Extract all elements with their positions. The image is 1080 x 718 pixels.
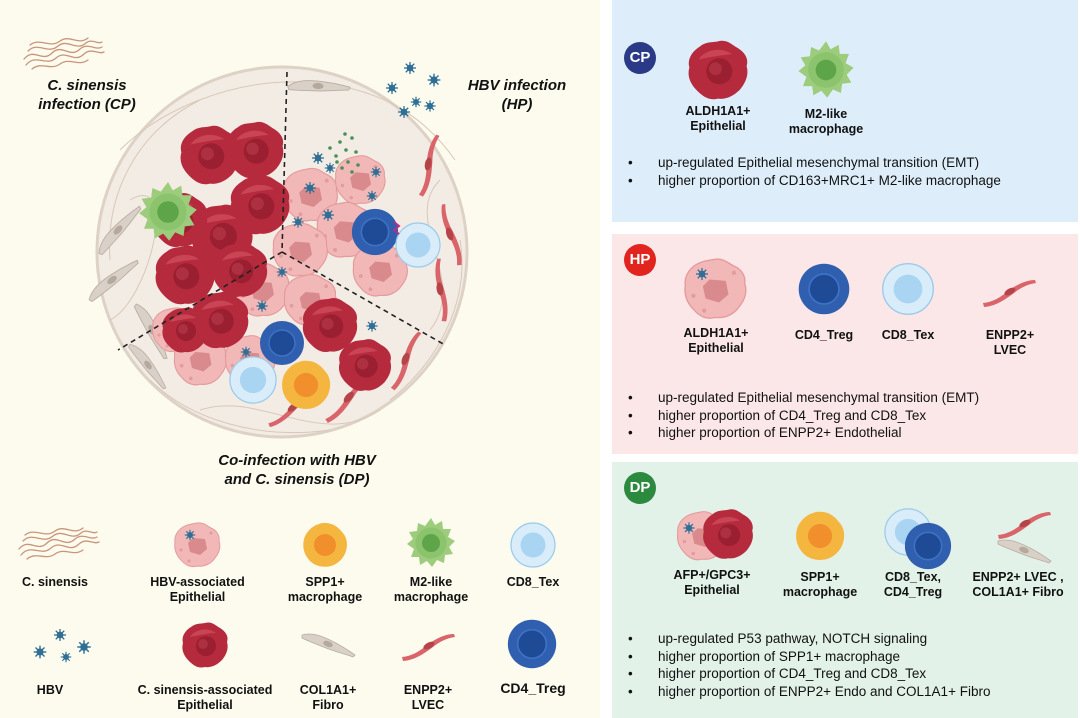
legend-col1a1-fibro-icon	[301, 633, 356, 658]
hp-enpp2-lvec-icon	[983, 280, 1036, 307]
legend-cd8-tex-label: CD8_Tex	[506, 575, 560, 589]
legend-spp1-macrophage-icon	[303, 523, 347, 567]
legend-c-sinensis-icon	[18, 527, 100, 560]
hp-findings-list: up-regulated Epithelial mesenchymal tran…	[628, 389, 979, 442]
dp-panel: DP AFP+/GPC3+Epithelial SPP1+macrophage …	[612, 462, 1078, 718]
cp-aldh1a1-epithelial-icon	[688, 40, 748, 100]
hp-aldh1a1-epithelial-label: ALDH1A1+Epithelial	[683, 326, 749, 355]
dp-spp1-macrophage-label: SPP1+macrophage	[782, 570, 858, 599]
dp-cd8-cd4-label: CD8_Tex,CD4_Treg	[883, 570, 943, 599]
hp-cd4-treg-label: CD4_Treg	[794, 328, 854, 342]
cp-aldh1a1-epithelial-label: ALDH1A1+Epithelial	[685, 104, 751, 133]
hp-enpp2-lvec-label: ENPP2+LVEC	[985, 328, 1035, 357]
legend-enpp2-lvec-icon	[402, 634, 455, 661]
legend-cs-epithelial-icon	[182, 622, 228, 668]
dp-badge: DP	[624, 472, 656, 504]
dp-cd8-cd4-icon	[884, 508, 952, 570]
dp-spp1-macrophage-icon	[796, 511, 845, 560]
legend-cd4-treg-label: CD4_Treg	[500, 680, 566, 696]
hp-badge: HP	[624, 244, 656, 276]
legend-cd4-treg-icon	[506, 618, 558, 670]
cp-m2-macrophage-icon	[798, 41, 854, 98]
legend-cd8-tex-icon	[510, 522, 556, 568]
cp-finding: up-regulated Epithelial mesenchymal tran…	[628, 154, 1001, 172]
dp-enpp2-col1a1-icon	[997, 512, 1052, 564]
legend-hbv-epithelial-icon	[174, 522, 221, 568]
hp-region-label: HBV infection(HP)	[467, 77, 567, 113]
legend-col1a1-fibro-label: COL1A1+Fibro	[299, 683, 357, 712]
dp-enpp2-col1a1-label: ENPP2+ LVEC ,COL1A1+ Fibro	[972, 570, 1064, 599]
legend-c-sinensis-label: C. sinensis	[22, 575, 88, 589]
legend-hbv-label: HBV	[36, 683, 64, 697]
hp-finding: higher proportion of ENPP2+ Endothelial	[628, 424, 979, 442]
dp-finding: higher proportion of SPP1+ macrophage	[628, 648, 990, 666]
dp-finding: up-regulated P53 pathway, NOTCH signalin…	[628, 630, 990, 648]
cp-finding: higher proportion of CD163+MRC1+ M2-like…	[628, 172, 1001, 190]
hp-aldh1a1-epithelial-icon	[684, 258, 747, 319]
legend-enpp2-lvec-label: ENPP2+LVEC	[403, 683, 453, 712]
hp-finding: up-regulated Epithelial mesenchymal tran…	[628, 389, 979, 407]
dp-findings-list: up-regulated P53 pathway, NOTCH signalin…	[628, 630, 990, 700]
legend-hbv-icon	[32, 628, 92, 663]
hp-cd4-treg-icon	[797, 262, 851, 316]
dp-afp-gpc3-epithelial-icon	[676, 509, 753, 561]
cp-badge: CP	[624, 42, 656, 74]
hp-cd8-tex-icon	[882, 263, 934, 315]
legend-spp1-macrophage-label: SPP1+macrophage	[287, 575, 363, 604]
tumor-illustration	[23, 37, 472, 439]
hp-panel: HP ALDH1A1+Epithelial CD4_Treg CD8_Tex E…	[612, 234, 1078, 454]
hp-finding: higher proportion of CD4_Treg and CD8_Te…	[628, 407, 979, 425]
dp-finding: higher proportion of CD4_Treg and CD8_Te…	[628, 665, 990, 683]
dp-finding: higher proportion of ENPP2+ Endo and COL…	[628, 683, 990, 701]
dp-afp-gpc3-epithelial-label: AFP+/GPC3+Epithelial	[673, 568, 751, 597]
hp-cd8-tex-label: CD8_Tex	[881, 328, 935, 342]
cp-findings-list: up-regulated Epithelial mesenchymal tran…	[628, 154, 1001, 189]
legend-m2-macrophage-icon	[407, 518, 455, 567]
